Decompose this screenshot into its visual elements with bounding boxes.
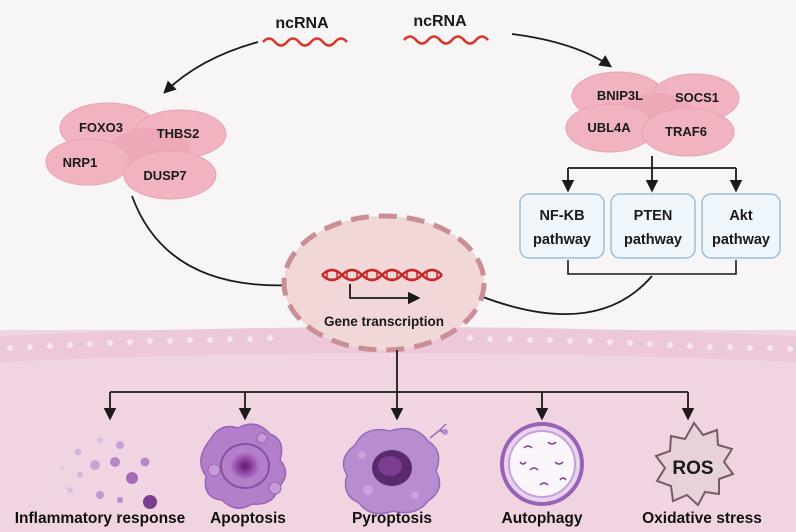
outcome-autophagy: Autophagy: [502, 510, 583, 527]
inflammatory-particles-icon: [53, 437, 157, 509]
arrow-pathways-to-nucleus: [449, 275, 653, 315]
ncrna-right-squiggle: [403, 35, 489, 45]
gene-transcription-label: Gene transcription: [324, 314, 444, 329]
pathway-akt-line1: Akt: [729, 208, 753, 224]
pathway-box-nfkb: [519, 193, 605, 259]
outcome-inflammatory-response: Inflammatory response: [15, 510, 186, 527]
apoptosis-cell-icon: [200, 423, 287, 509]
pathway-bracket: [567, 260, 737, 275]
protein-socs1: SOCS1: [675, 90, 719, 105]
protein-nrp1: NRP1: [63, 155, 98, 170]
ncrna-left-squiggle: [262, 37, 348, 47]
arrow-ncrna-to-left-proteins: [163, 41, 259, 94]
transcription-arrow: [349, 284, 421, 305]
dna-helix: [321, 268, 443, 282]
protein-bnip3l: BNIP3L: [597, 88, 643, 103]
nucleus: [281, 213, 487, 353]
pathway-box-akt: [701, 193, 781, 259]
right-protein-cluster: BNIP3L SOCS1 UBL4A TRAF6: [565, 71, 740, 157]
protein-ubl4a: UBL4A: [587, 120, 631, 135]
protein-traf6: TRAF6: [665, 124, 707, 139]
ros-label: ROS: [672, 458, 713, 479]
ros-burst-icon: ROS: [654, 421, 735, 507]
outcome-oxidative-stress: Oxidative stress: [642, 510, 762, 527]
pathway-box-pten: [610, 193, 696, 259]
pathway-nfkb-line2: pathway: [533, 232, 591, 248]
arrow-ncrna-to-right-proteins: [511, 33, 613, 68]
pyroptosis-cell-icon: [342, 423, 449, 515]
outcome-pyroptosis: Pyroptosis: [352, 510, 432, 527]
membrane-beads: [7, 335, 793, 352]
ncrna-right-label: ncRNA: [413, 13, 467, 30]
autophagy-vesicle-icon: [500, 422, 584, 506]
pathway-akt-line2: pathway: [712, 232, 770, 248]
pathway-pten-line2: pathway: [624, 232, 682, 248]
pathway-pten-line1: PTEN: [634, 208, 673, 224]
protein-thbs2: THBS2: [157, 126, 200, 141]
ncrna-left-label: ncRNA: [275, 15, 329, 32]
outcome-apoptosis: Apoptosis: [210, 510, 286, 527]
pathway-nfkb-line1: NF-KB: [539, 208, 584, 224]
protein-foxo3: FOXO3: [79, 120, 123, 135]
left-protein-cluster: FOXO3 THBS2 NRP1 DUSP7: [45, 102, 227, 200]
protein-dusp7: DUSP7: [143, 168, 186, 183]
